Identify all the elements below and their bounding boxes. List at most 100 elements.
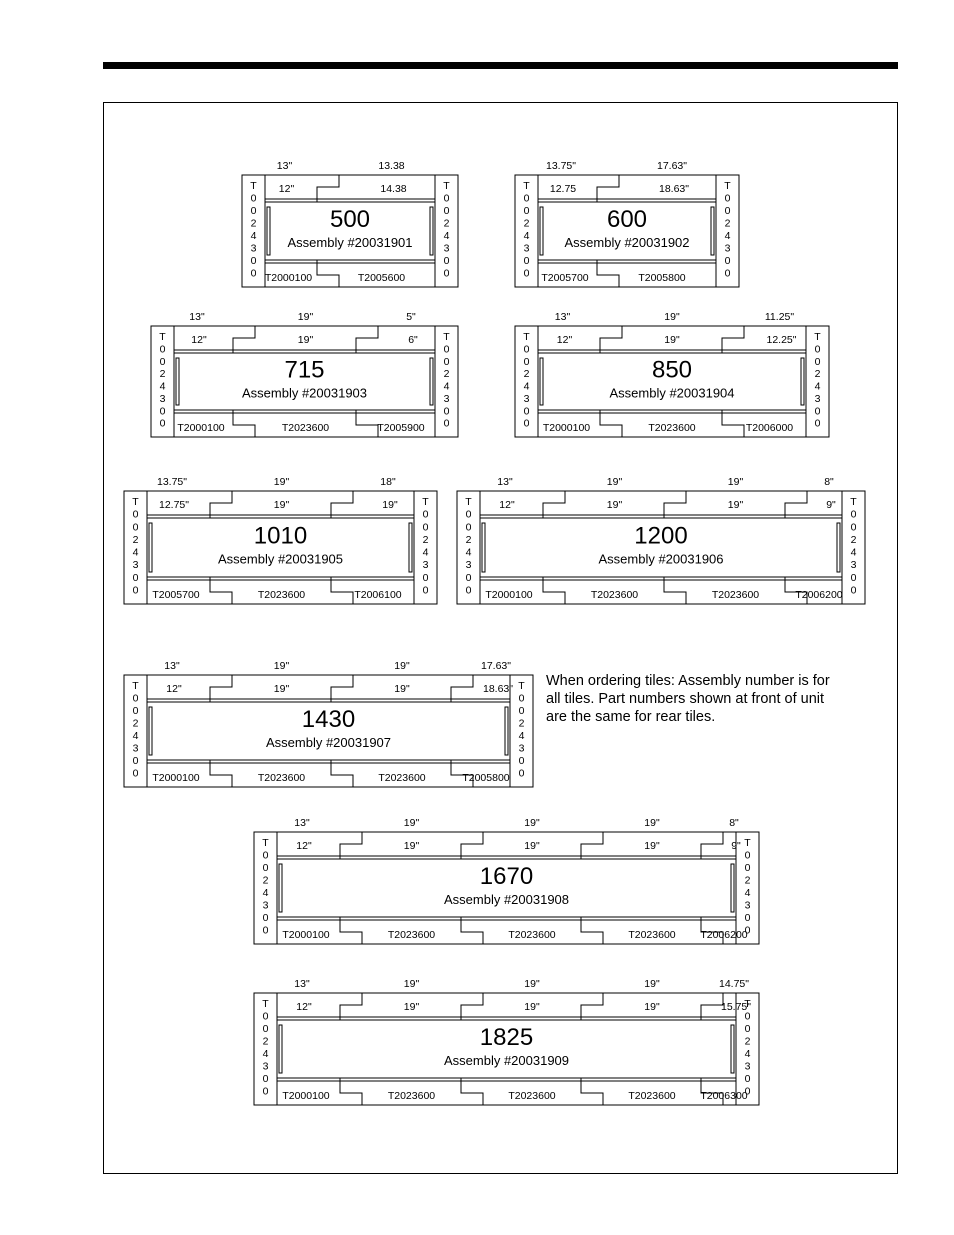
outer-dimension-label: 13" — [294, 817, 310, 829]
right-end-cap-label: 0 — [851, 509, 857, 521]
right-bracket — [730, 863, 735, 913]
tile-part-number: T2005700 — [152, 589, 199, 601]
left-end-cap-label: 0 — [263, 1011, 269, 1023]
left-end-cap-label: 0 — [160, 418, 166, 430]
right-end-cap-label: 4 — [444, 381, 450, 393]
inner-dimension-label: 19" — [644, 840, 660, 852]
inner-dimension-label: 19" — [404, 840, 420, 852]
left-end-cap-label: 0 — [133, 705, 139, 717]
right-end-cap-label: 3 — [444, 243, 450, 255]
left-end-cap-label: 0 — [524, 356, 530, 368]
tile-part-number: T2023600 — [628, 929, 675, 941]
inner-dimension-label: 15.75" — [721, 1001, 751, 1013]
left-bracket — [539, 357, 544, 406]
outer-dimension-label: 13" — [555, 311, 571, 323]
tile-part-number: T2006200 — [700, 929, 747, 941]
inner-dimension-label: 19" — [728, 499, 744, 511]
outer-dimension-label: 13.75" — [546, 160, 576, 172]
unit-outline — [253, 992, 760, 1106]
left-bracket — [278, 863, 283, 913]
left-end-cap-label: 3 — [251, 243, 257, 255]
outer-dimension-label: 13.75" — [157, 476, 187, 488]
tile-part-number: T2000100 — [282, 929, 329, 941]
inner-dimension-label: 9" — [731, 840, 741, 852]
left-end-cap-label: 2 — [263, 875, 269, 887]
left-end-cap-label: 0 — [524, 255, 530, 267]
tile-part-number: T2023600 — [388, 929, 435, 941]
left-end-cap-label: 0 — [251, 268, 257, 280]
right-end-cap-label: 0 — [444, 405, 450, 417]
top-tile-joint — [663, 491, 687, 518]
inner-dimension-label: 19" — [274, 499, 290, 511]
left-end-cap-label: 2 — [524, 218, 530, 230]
left-bracket — [481, 522, 486, 573]
top-tile-joint — [784, 491, 808, 518]
left-end-cap-label: 0 — [263, 925, 269, 937]
tile-part-number: T2023600 — [258, 772, 305, 784]
left-end-cap-label: 0 — [133, 768, 139, 780]
tile-part-number: T2023600 — [628, 1090, 675, 1102]
inner-dimension-label: 12" — [166, 683, 182, 695]
bottom-tile-joint — [450, 760, 474, 787]
assembly-number: Assembly #20031903 — [242, 386, 367, 401]
top-tile-joint — [316, 175, 340, 202]
tile-part-number: T2006300 — [700, 1090, 747, 1102]
left-end-cap-label: 0 — [524, 343, 530, 355]
left-end-cap-label: 0 — [160, 405, 166, 417]
left-end-cap-label: 0 — [524, 193, 530, 205]
right-end-cap-label: 2 — [745, 875, 751, 887]
right-end-cap-label: 0 — [423, 509, 429, 521]
left-end-cap-label: T — [262, 998, 269, 1010]
inner-dimension-label: 18.63" — [483, 683, 513, 695]
outer-dimension-label: 19" — [274, 476, 290, 488]
outer-dimension-label: 18" — [380, 476, 396, 488]
top-tile-joint — [209, 491, 233, 518]
right-end-cap-label: 0 — [851, 572, 857, 584]
right-end-cap-label: T — [518, 680, 525, 692]
right-end-cap-label: 0 — [519, 693, 525, 705]
assembly-number: Assembly #20031901 — [287, 235, 412, 250]
outer-dimension-label: 8" — [824, 476, 834, 488]
left-end-cap-label: 4 — [466, 547, 472, 559]
right-end-cap-label: 4 — [745, 887, 751, 899]
inner-dimension-label: 19" — [524, 840, 540, 852]
right-end-cap-label: T — [744, 837, 751, 849]
assembly-number: Assembly #20031905 — [218, 552, 343, 567]
right-end-cap-label: 0 — [444, 205, 450, 217]
top-tile-joint — [700, 832, 724, 859]
tile-part-number: T2006200 — [795, 589, 842, 601]
left-end-cap-label: 2 — [133, 534, 139, 546]
inner-dimension-label: 6" — [408, 334, 418, 346]
inner-dimension-label: 12.75 — [550, 183, 576, 195]
header-rule — [103, 62, 898, 69]
bottom-tile-joint — [599, 410, 623, 437]
bottom-tile-joint — [330, 760, 354, 787]
left-end-cap-label: 3 — [133, 559, 139, 571]
assembly-number: Assembly #20031902 — [564, 235, 689, 250]
top-tile-joint — [450, 675, 474, 702]
unit-size-title: 1670 — [480, 863, 533, 890]
bottom-tile-joint — [663, 577, 687, 604]
top-tile-joint — [599, 326, 623, 353]
inner-dimension-label: 19" — [274, 683, 290, 695]
right-end-cap-label: 4 — [745, 1048, 751, 1060]
top-tile-joint — [330, 491, 354, 518]
inner-dimension-label: 12" — [279, 183, 295, 195]
inner-dimension-label: 12" — [499, 499, 515, 511]
unit-outline — [456, 490, 866, 605]
tile-part-number: T2023600 — [508, 1090, 555, 1102]
outer-dimension-label: 14.75" — [719, 978, 749, 990]
right-end-cap-label: 2 — [519, 718, 525, 730]
outer-dimension-label: 13.38 — [378, 160, 404, 172]
top-tile-joint — [339, 993, 363, 1020]
right-end-cap-label: 0 — [851, 584, 857, 596]
left-end-cap-label: 0 — [251, 193, 257, 205]
right-end-cap-label: 3 — [745, 900, 751, 912]
left-end-cap-label: 3 — [133, 743, 139, 755]
tile-part-number: T2005700 — [541, 272, 588, 284]
right-end-cap-label: 0 — [745, 925, 751, 937]
unit-size-title: 850 — [652, 357, 692, 384]
